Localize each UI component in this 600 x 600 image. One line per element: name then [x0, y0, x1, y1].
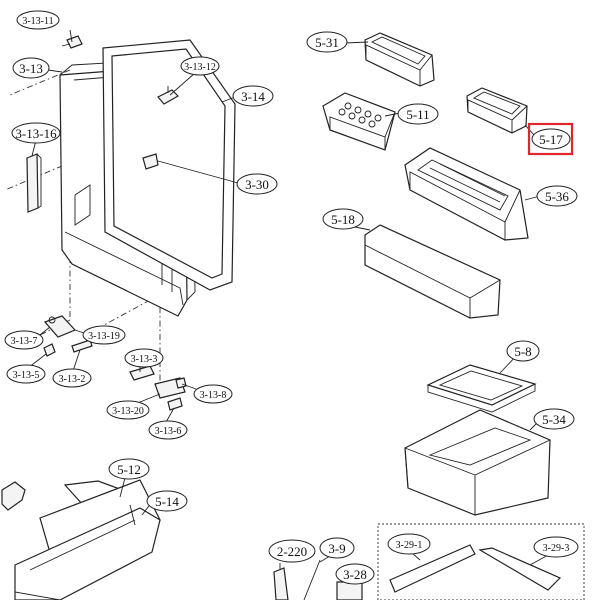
label-3-14: 3-14	[232, 85, 274, 107]
small-bin-5-31	[364, 32, 435, 87]
svg-text:3-13-3: 3-13-3	[131, 354, 158, 365]
label-3-13-5: 3-13-5	[6, 364, 46, 384]
label-5-18: 5-18	[322, 208, 364, 230]
svg-text:3-13-16: 3-13-16	[15, 126, 57, 141]
svg-text:3-30: 3-30	[245, 177, 269, 192]
hinge-parts	[43, 315, 187, 411]
svg-text:3-28: 3-28	[343, 567, 367, 582]
svg-text:3-13-6: 3-13-6	[155, 426, 182, 437]
svg-text:5-34: 5-34	[542, 412, 566, 427]
lower-left-parts	[1, 479, 161, 600]
svg-text:3-13: 3-13	[19, 61, 43, 76]
small-bin-5-17	[466, 87, 528, 134]
label-3-28: 3-28	[335, 563, 375, 585]
door-shelf-5-36	[404, 147, 529, 241]
label-3-13-2: 3-13-2	[52, 368, 92, 388]
svg-text:3-13-19: 3-13-19	[88, 331, 120, 342]
lower-right-parts	[273, 523, 585, 600]
label-5-8: 5-8	[506, 340, 540, 362]
svg-text:5-14: 5-14	[155, 494, 179, 509]
label-3-13-11: 3-13-11	[16, 10, 60, 30]
label-5-17: 5-17	[527, 122, 574, 156]
part-labels: 3-13-11 3-13 3-13-12 3-14 3-13-16 3-30 5…	[4, 10, 579, 585]
label-5-31: 5-31	[306, 31, 348, 53]
label-3-13-8: 3-13-8	[193, 384, 233, 404]
svg-text:5-11: 5-11	[406, 107, 429, 122]
svg-text:5-31: 5-31	[315, 35, 339, 50]
svg-text:5-18: 5-18	[331, 212, 355, 227]
label-5-12: 5-12	[108, 458, 150, 480]
svg-text:3-13-7: 3-13-7	[11, 336, 38, 347]
label-3-29-1: 3-29-1	[387, 533, 431, 555]
label-3-13-3: 3-13-3	[124, 348, 164, 368]
svg-text:3-13-2: 3-13-2	[59, 374, 86, 385]
svg-text:5-12: 5-12	[117, 462, 141, 477]
crisper-drawer-5-34	[404, 409, 551, 516]
label-3-13: 3-13	[12, 57, 50, 79]
label-3-13-16: 3-13-16	[11, 122, 61, 144]
label-3-30: 3-30	[236, 173, 278, 195]
door-handle	[26, 153, 42, 213]
svg-text:2-220: 2-220	[277, 544, 307, 559]
svg-text:5-8: 5-8	[514, 344, 531, 359]
svg-text:3-14: 3-14	[241, 89, 265, 104]
label-3-13-6: 3-13-6	[148, 420, 188, 440]
svg-text:3-9: 3-9	[328, 541, 345, 556]
svg-text:3-29-3: 3-29-3	[543, 543, 570, 554]
door-part-3-30	[142, 153, 159, 170]
highlight-box	[527, 122, 574, 156]
label-3-29-3: 3-29-3	[533, 536, 579, 558]
label-2-220: 2-220	[268, 539, 316, 563]
label-5-34: 5-34	[533, 408, 575, 430]
label-3-13-12: 3-13-12	[180, 56, 220, 76]
svg-text:3-13-5: 3-13-5	[13, 370, 40, 381]
door-part-3-13-12	[157, 86, 179, 105]
door-bin-5-18	[364, 224, 501, 319]
egg-tray-5-11	[322, 92, 396, 151]
label-3-13-20: 3-13-20	[106, 400, 150, 420]
svg-text:3-29-1: 3-29-1	[396, 540, 423, 551]
svg-text:5-17: 5-17	[539, 132, 563, 147]
svg-text:3-13-11: 3-13-11	[22, 16, 53, 27]
hinge-cap	[61, 35, 83, 49]
label-5-14: 5-14	[146, 490, 188, 512]
svg-text:3-13-12: 3-13-12	[184, 62, 216, 73]
label-3-13-7: 3-13-7	[4, 330, 44, 350]
svg-text:3-13-8: 3-13-8	[200, 390, 227, 401]
label-3-13-19: 3-13-19	[82, 325, 126, 345]
svg-text:5-36: 5-36	[545, 189, 569, 204]
label-5-11: 5-11	[397, 103, 439, 125]
label-5-36: 5-36	[536, 185, 578, 207]
crisper-cover-5-8	[426, 364, 537, 413]
svg-text:3-13-20: 3-13-20	[112, 406, 144, 417]
label-3-9: 3-9	[319, 537, 355, 559]
